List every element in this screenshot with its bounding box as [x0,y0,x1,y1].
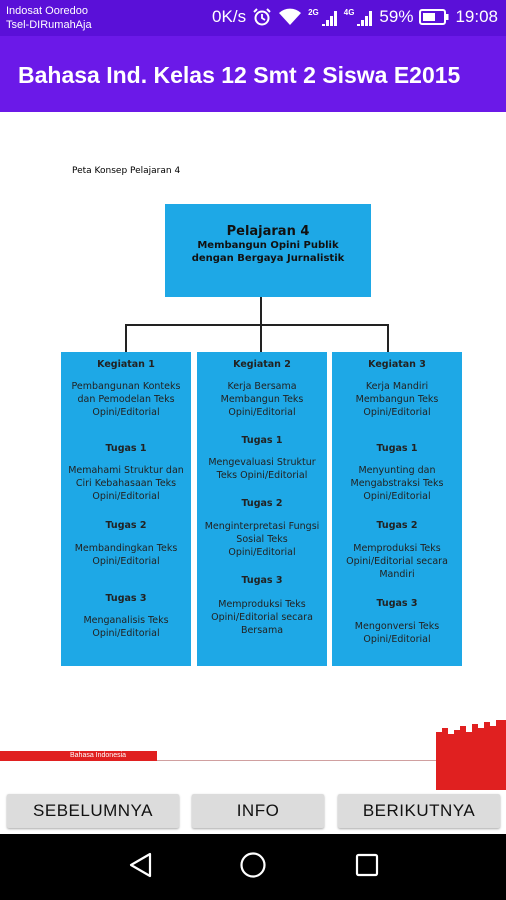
task-label: Tugas 1 [105,443,147,454]
footer-accent-bar [0,751,157,761]
task-text: Membandingkan Teks Opini/Editorial [74,543,178,567]
connector-left [125,324,127,352]
signal-2g: 2G [308,8,338,26]
kegiatan-intro: Pembangunan Konteks dan Pemodelan Teks O… [71,381,181,418]
task-label: Tugas 3 [241,575,283,586]
task-text: Menyunting dan Mengabstraksi Teks Opini/… [350,465,444,502]
clock: 19:08 [455,7,498,26]
signal-icon [321,11,337,26]
footer-decoration [436,718,506,794]
connector-vertical-main [260,297,262,325]
connector-horizontal [125,324,389,326]
main-box-title: Pelajaran 4 [226,224,310,239]
task-text: Menganalisis Teks Opini/Editorial [83,615,169,639]
carrier-name-1: Indosat Ooredoo [6,5,88,17]
main-box-subtitle: Membangun Opini Publik dengan Bergaya Ju… [191,240,345,264]
task-text: Mengonversi Teks Opini/Editorial [354,621,440,645]
previous-button[interactable]: SEBELUMNYA [7,794,179,828]
connector-right [387,324,389,352]
footer-label: Bahasa Indonesia [70,752,127,759]
task-label: Tugas 2 [241,498,283,509]
kegiatan-heading: Kegiatan 2 [233,359,291,370]
task-label: Tugas 2 [376,520,418,531]
task-label: Tugas 3 [105,593,147,604]
task-text: Mengevaluasi Struktur Teks Opini/Editori… [208,457,316,481]
home-icon[interactable] [238,850,268,884]
carrier-info: Indosat Ooredoo Tsel-DIRumahAja [6,4,92,32]
info-button[interactable]: INFO [192,794,324,828]
battery-icon [419,9,449,25]
network-2g-label: 2G [308,8,319,17]
task-text: Memproduksi Teks Opini/Editorial secara … [211,599,313,636]
battery-percent: 59% [379,7,414,26]
alarm-icon [252,7,272,27]
kegiatan-1-box: Kegiatan 1 Pembangunan Konteks dan Pemod… [61,352,191,666]
app-title: Bahasa Ind. Kelas 12 Smt 2 Siswa E2015 [18,62,461,88]
network-4g-label: 4G [343,8,355,17]
recents-icon[interactable] [352,850,382,884]
task-label: Tugas 2 [105,520,147,531]
connector-middle [260,324,262,352]
status-icons: 0K/s 2G 4G 59% 19:08 [212,7,498,27]
kegiatan-intro: Kerja Bersama Membangun Teks Opini/Edito… [220,381,304,418]
footer-divider [157,760,439,761]
task-label: Tugas 3 [376,598,418,609]
task-text: Memproduksi Teks Opini/Editorial secara … [346,543,448,580]
carrier-name-2: Tsel-DIRumahAja [6,19,92,31]
status-bar: Indosat Ooredoo Tsel-DIRumahAja 0K/s 2G … [0,0,506,36]
app-bar: Bahasa Ind. Kelas 12 Smt 2 Siswa E2015 [0,36,506,112]
kegiatan-intro: Kerja Mandiri Membangun Teks Opini/Edito… [355,381,439,418]
kegiatan-2-box: Kegiatan 2 Kerja Bersama Membangun Teks … [197,352,327,666]
page-content: Peta Konsep Pelajaran 4 Pelajaran 4 Memb… [0,112,506,788]
kegiatan-heading: Kegiatan 1 [97,359,155,370]
data-speed: 0K/s [212,7,247,26]
task-text: Memahami Struktur dan Ciri Kebahasaan Te… [68,465,184,502]
next-button[interactable]: BERIKUTNYA [338,794,500,828]
concept-map-main-box: Pelajaran 4 Membangun Opini Publik denga… [165,204,371,297]
kegiatan-3-box: Kegiatan 3 Kerja Mandiri Membangun Teks … [332,352,462,666]
wifi-icon [278,7,302,27]
bottom-button-row: SEBELUMNYA INFO BERIKUTNYA [0,790,506,834]
task-text: Menginterpretasi Fungsi Sosial Teks Opin… [204,521,320,558]
concept-map-caption: Peta Konsep Pelajaran 4 [72,166,181,176]
navigation-bar [0,834,506,900]
back-icon[interactable] [126,850,156,884]
kegiatan-heading: Kegiatan 3 [368,359,426,370]
signal-4g: 4G [344,8,374,26]
signal-icon [357,11,373,26]
task-label: Tugas 1 [376,443,418,454]
task-label: Tugas 1 [241,435,283,446]
